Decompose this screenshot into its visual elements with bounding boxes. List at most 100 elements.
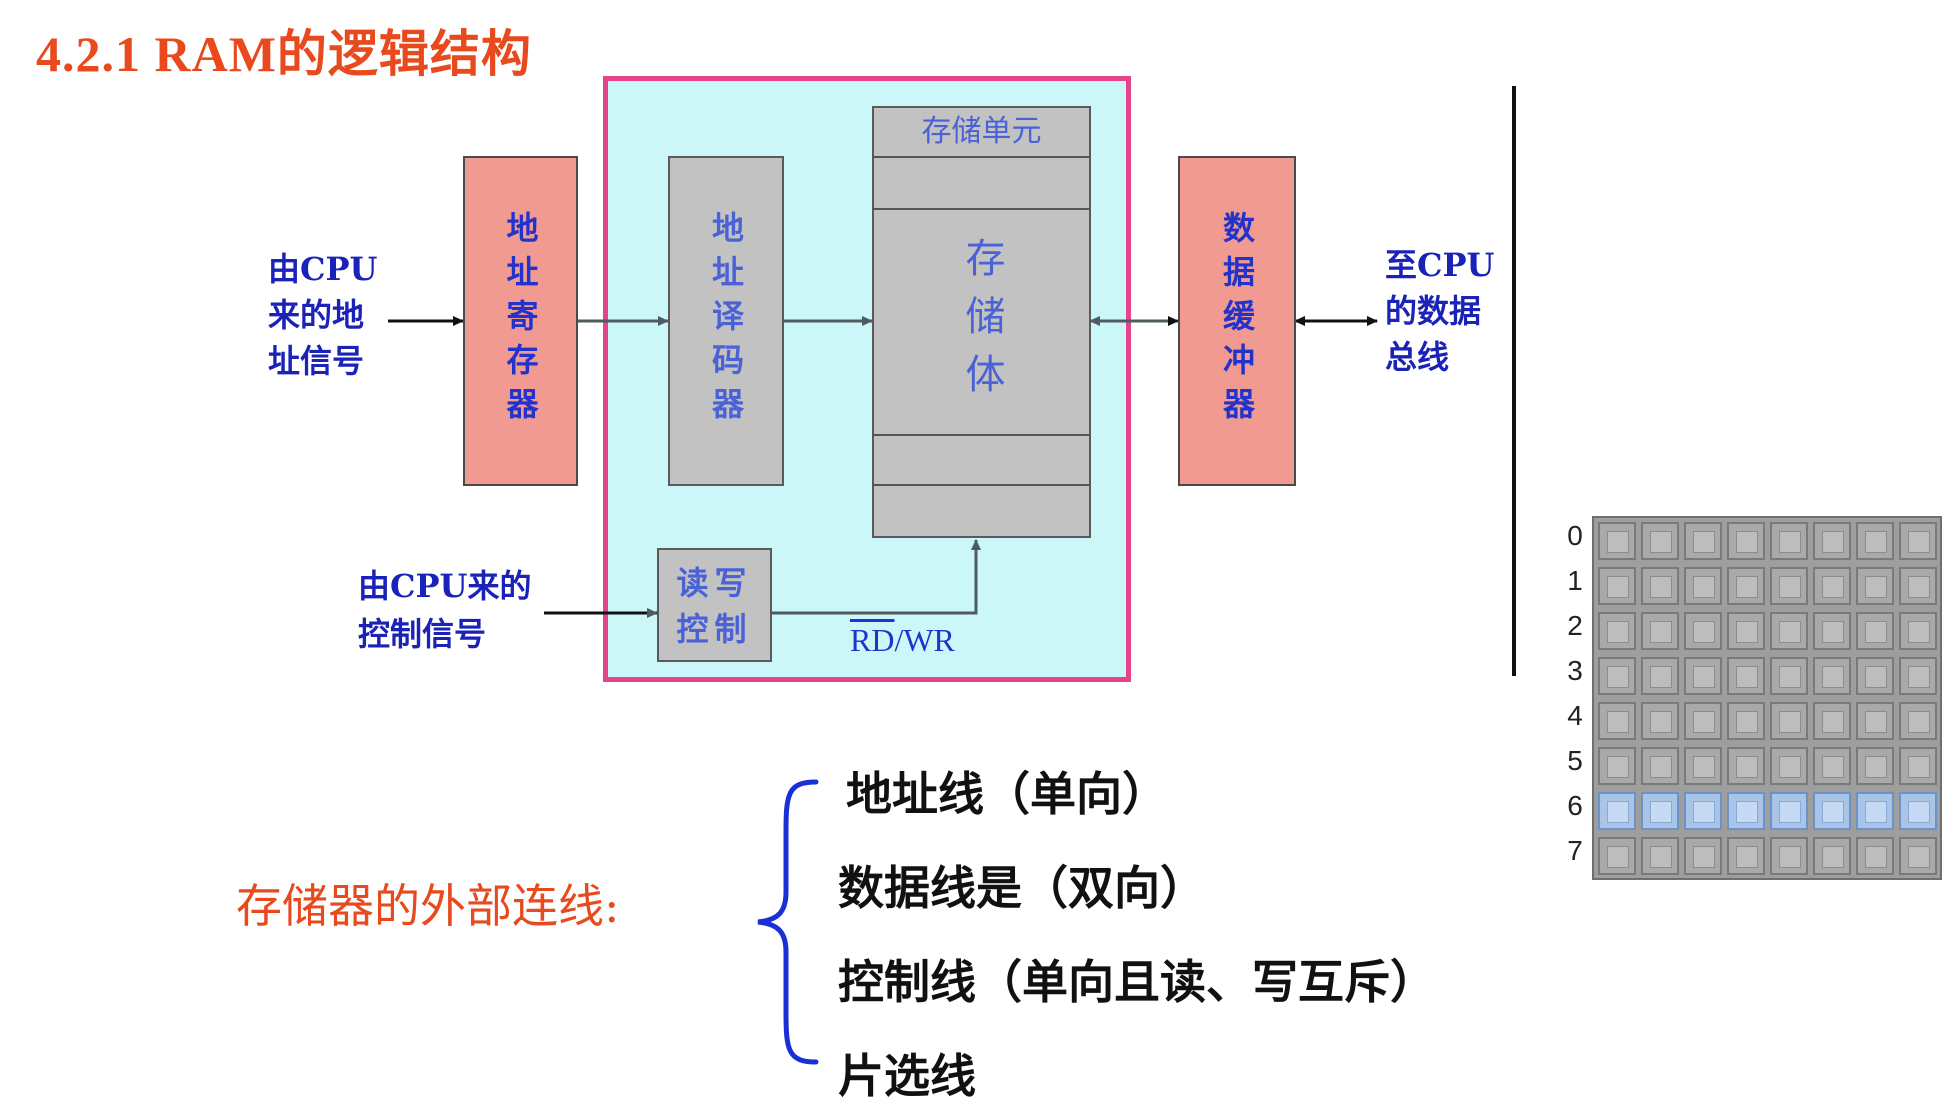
external-line-item: 片选线	[838, 1049, 976, 1103]
curly-brace	[757, 779, 819, 1065]
memory-cell	[1770, 612, 1808, 650]
memory-row-number: 1	[1567, 565, 1583, 596]
memory-cell	[1684, 702, 1722, 740]
memory-cell	[1598, 702, 1636, 740]
rw-control-block: 读写控制	[657, 548, 772, 662]
external-line-item: 地址线（单向）	[846, 767, 1168, 821]
memory-cell	[1813, 522, 1851, 560]
memory-cell	[1641, 747, 1679, 785]
external-line-item: 控制线（单向且读、写互斥）	[838, 955, 1436, 1009]
data-buffer-label: 数据缓冲器	[1218, 211, 1256, 431]
address-signal-label: 由CPU 来的地 址信号	[268, 246, 377, 384]
memory-cell-grid	[1592, 516, 1942, 880]
memory-cell	[1813, 612, 1851, 650]
wr-label: /WR	[894, 622, 955, 658]
address-register-label: 地址寄存器	[501, 211, 540, 431]
external-lines-label: 存储器的外部连线:	[236, 879, 620, 933]
memory-cell	[1641, 612, 1679, 650]
memory-cell	[1899, 702, 1937, 740]
section-divider	[1512, 86, 1516, 676]
memory-cell	[1770, 747, 1808, 785]
control-signal-line: 控制信号	[358, 615, 487, 653]
address-signal-line: 址信号	[268, 342, 365, 380]
memory-cell	[1813, 747, 1851, 785]
storage-body-label: 存储体	[958, 237, 1005, 411]
memory-row-number: 0	[1567, 520, 1583, 551]
selected-memory-cell	[1899, 792, 1937, 830]
memory-cell	[1770, 837, 1808, 875]
memory-cell	[1770, 522, 1808, 560]
memory-cell	[1899, 837, 1937, 875]
selected-memory-cell	[1641, 792, 1679, 830]
address-decoder-label: 地址译码器	[707, 211, 745, 431]
memory-cell	[1856, 657, 1894, 695]
memory-cell	[1641, 522, 1679, 560]
storage-row-divider	[874, 434, 1089, 436]
memory-cell	[1899, 522, 1937, 560]
storage-array-block: 存储单元 存储体	[872, 106, 1091, 538]
data-bus-line: 至CPU	[1385, 246, 1495, 284]
memory-cell	[1856, 612, 1894, 650]
memory-cell	[1899, 747, 1937, 785]
memory-row-number: 7	[1567, 835, 1583, 866]
memory-row-number: 6	[1567, 790, 1583, 821]
memory-cell	[1641, 702, 1679, 740]
selected-memory-cell	[1684, 792, 1722, 830]
arrow-rw-to-storage	[772, 539, 981, 615]
memory-cell	[1684, 837, 1722, 875]
data-bus-line: 总线	[1385, 338, 1450, 376]
memory-cell	[1727, 747, 1765, 785]
data-buffer-block: 数据缓冲器	[1178, 156, 1296, 486]
data-bus-line: 的数据	[1385, 292, 1482, 330]
memory-cell	[1770, 567, 1808, 605]
memory-cell	[1727, 612, 1765, 650]
memory-cell	[1641, 657, 1679, 695]
memory-cell	[1856, 567, 1894, 605]
memory-row-number: 5	[1567, 745, 1583, 776]
storage-cell-label: 存储单元	[921, 114, 1042, 149]
memory-cell	[1641, 567, 1679, 605]
memory-cell	[1770, 702, 1808, 740]
memory-row-number: 2	[1567, 610, 1583, 641]
memory-cell	[1641, 837, 1679, 875]
memory-cell	[1899, 567, 1937, 605]
memory-cell	[1856, 837, 1894, 875]
memory-cell	[1813, 567, 1851, 605]
memory-cell	[1727, 522, 1765, 560]
selected-memory-cell	[1727, 792, 1765, 830]
rw-control-label: 读写控制	[676, 564, 753, 648]
memory-row-number: 3	[1567, 655, 1583, 686]
memory-cell	[1684, 612, 1722, 650]
memory-cell	[1598, 522, 1636, 560]
selected-memory-cell	[1813, 792, 1851, 830]
storage-row-divider	[874, 156, 1089, 158]
control-signal-label: 由CPU来的 控制信号	[358, 562, 531, 658]
memory-cell	[1727, 567, 1765, 605]
memory-cell	[1813, 657, 1851, 695]
memory-cell	[1727, 657, 1765, 695]
page-title: 4.2.1 RAM的逻辑结构	[36, 26, 532, 82]
memory-cell	[1684, 657, 1722, 695]
memory-cell	[1727, 837, 1765, 875]
selected-memory-cell	[1770, 792, 1808, 830]
selected-memory-cell	[1598, 792, 1636, 830]
external-line-item: 数据线是（双向）	[838, 861, 1206, 915]
memory-cell	[1856, 747, 1894, 785]
memory-cell	[1684, 747, 1722, 785]
memory-cell	[1598, 657, 1636, 695]
memory-cell	[1813, 702, 1851, 740]
memory-cell	[1598, 567, 1636, 605]
selected-memory-cell	[1856, 792, 1894, 830]
memory-row-number: 4	[1567, 700, 1583, 731]
memory-cell	[1856, 522, 1894, 560]
memory-cell	[1684, 522, 1722, 560]
control-signal-line: 由CPU来的	[358, 567, 532, 605]
storage-row-divider	[874, 208, 1089, 210]
memory-cell	[1598, 612, 1636, 650]
memory-cell	[1684, 567, 1722, 605]
memory-cell	[1899, 657, 1937, 695]
memory-cell	[1856, 702, 1894, 740]
address-signal-line: 由CPU	[268, 250, 378, 288]
storage-row-divider	[874, 484, 1089, 486]
